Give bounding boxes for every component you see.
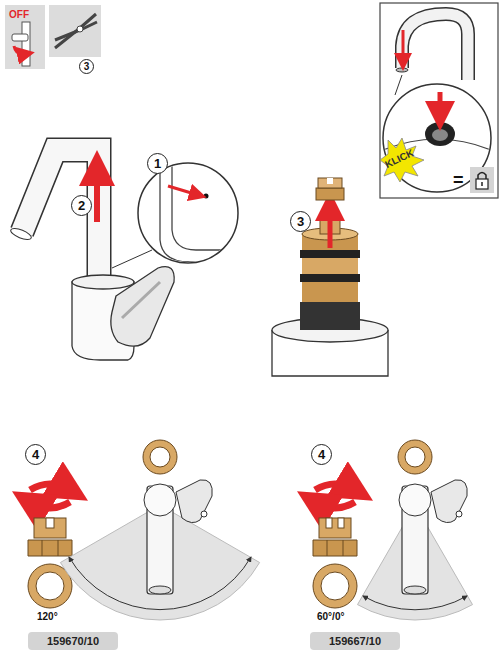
faucet-side-view: [9, 150, 240, 360]
callout-text: 2: [78, 199, 85, 212]
callout-number: 3: [290, 211, 311, 232]
callout-text: 4: [318, 448, 325, 461]
part-number-box: 159670/10: [28, 632, 118, 650]
equals-sign: =: [453, 170, 464, 191]
callout-text: 3: [84, 62, 90, 72]
part-number-text: 159667/10: [329, 636, 381, 647]
angle-label: 120°: [37, 611, 58, 622]
part-number-box: 159667/10: [310, 632, 400, 650]
click-detail-panel: [380, 3, 498, 198]
angle-label: 60°/0°: [317, 611, 344, 622]
part-number-text: 159670/10: [47, 636, 99, 647]
callout-text: 1: [154, 157, 161, 170]
callout-text: 4: [32, 448, 39, 461]
callout-number: 3: [79, 59, 94, 74]
callout-number: 4: [311, 444, 332, 465]
callout-text: 3: [297, 215, 304, 228]
callout-number: 2: [71, 195, 92, 216]
limiter-120: [0, 440, 260, 620]
cartridge: [272, 178, 388, 376]
callout-number: 4: [25, 444, 46, 465]
off-label: OFF: [9, 9, 29, 20]
limiter-60: [313, 440, 473, 620]
callout-number: 1: [147, 153, 168, 174]
